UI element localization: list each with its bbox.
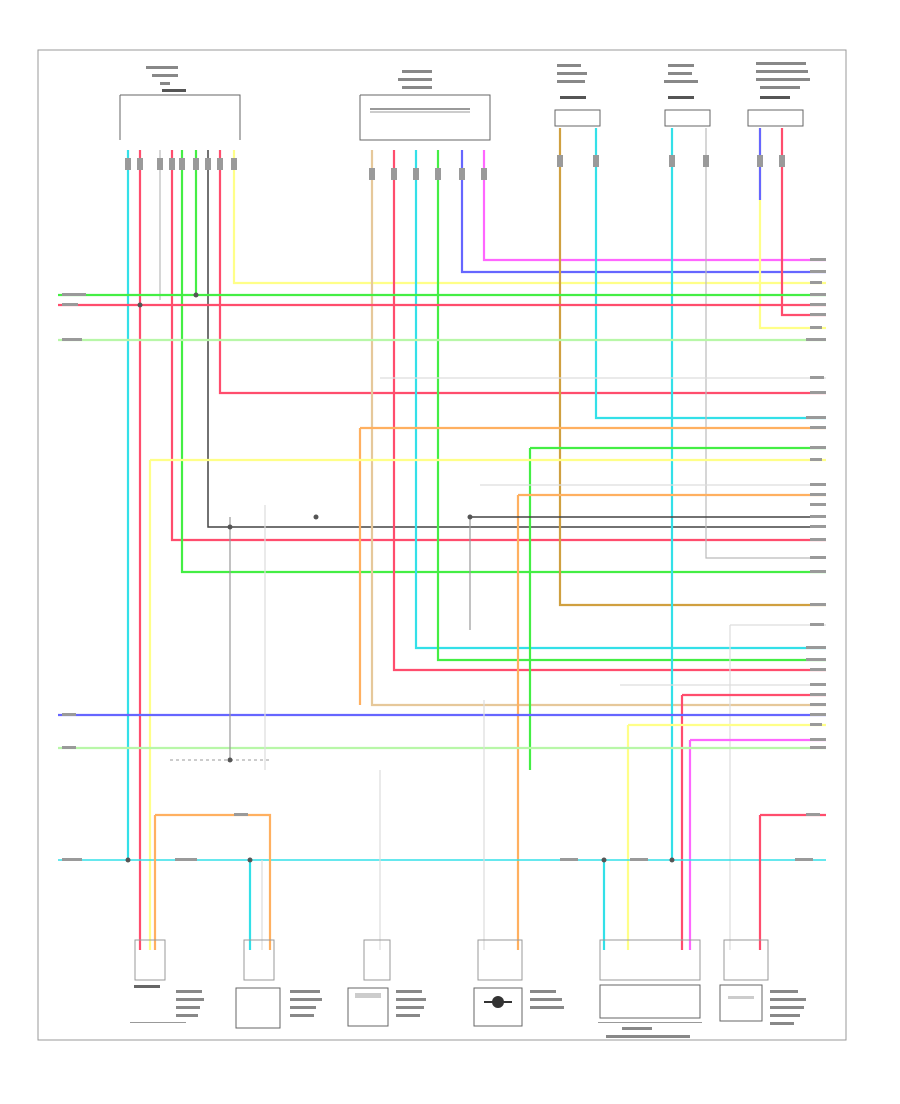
bottom-sensor-6[interactable] bbox=[719, 984, 806, 1025]
diagram-frame bbox=[37, 49, 847, 1041]
bottom-sensor-2[interactable] bbox=[235, 987, 322, 1029]
top-sensor-3[interactable] bbox=[747, 62, 810, 127]
bottom-sensor-4[interactable] bbox=[473, 987, 564, 1027]
vertical-wires bbox=[126, 128, 826, 950]
right-edge-labels bbox=[806, 258, 826, 749]
center-module[interactable] bbox=[359, 70, 491, 141]
left-module[interactable] bbox=[119, 66, 241, 140]
splice-points bbox=[125, 292, 675, 863]
bottom-connectors bbox=[134, 939, 769, 981]
wire-labels bbox=[62, 155, 820, 861]
top-sensor-2[interactable] bbox=[664, 64, 711, 127]
bottom-sensor-1[interactable] bbox=[130, 985, 204, 1023]
bottom-sensor-3[interactable] bbox=[347, 987, 426, 1027]
bottom-sensor-5[interactable] bbox=[598, 984, 702, 1038]
top-sensor-1[interactable] bbox=[554, 64, 601, 127]
